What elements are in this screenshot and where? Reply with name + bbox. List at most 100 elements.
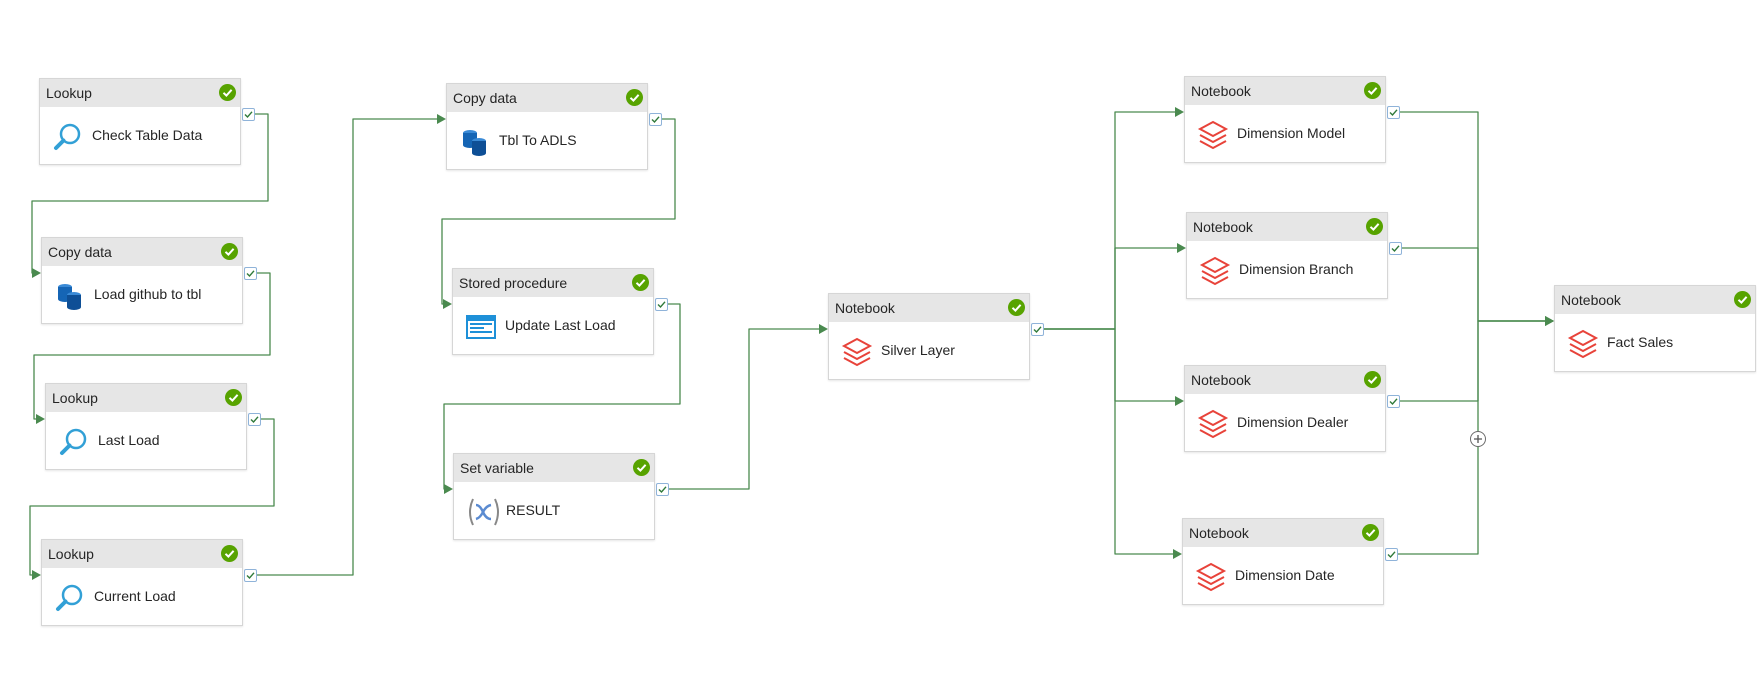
activity-dimension-branch[interactable]: Notebook Dimension Branch [1186, 212, 1388, 299]
success-status-icon [221, 243, 238, 260]
success-output-port[interactable] [242, 108, 255, 121]
activity-name: Dimension Branch [1239, 261, 1354, 277]
activity-body: Fact Sales [1555, 314, 1755, 372]
success-status-icon [633, 459, 650, 476]
success-status-icon [626, 89, 643, 106]
success-output-port[interactable] [1387, 106, 1400, 119]
activity-type-label: Copy data [453, 90, 517, 106]
dependency-edge[interactable] [1044, 328, 1176, 402]
success-status-icon [1366, 218, 1383, 235]
success-status-icon [1364, 371, 1381, 388]
notebook-icon [1567, 328, 1599, 360]
activity-name: Dimension Model [1237, 125, 1346, 141]
dependency-edge[interactable] [1044, 247, 1178, 330]
success-output-port[interactable] [1389, 242, 1402, 255]
activity-dimension-dealer[interactable]: Notebook Dimension Dealer [1184, 365, 1386, 452]
success-status-icon [1734, 291, 1751, 308]
activity-type-label: Set variable [460, 460, 534, 476]
dependency-edge[interactable] [33, 272, 271, 420]
activity-type-label: Notebook [1193, 219, 1253, 235]
notebook-icon [1197, 408, 1229, 440]
success-output-port[interactable] [244, 267, 257, 280]
success-output-port[interactable] [649, 113, 662, 126]
activity-type: Copy data [42, 238, 242, 266]
success-output-port[interactable] [1031, 323, 1044, 336]
activity-last-load[interactable]: Lookup Last Load [45, 383, 247, 470]
activity-type: Lookup [40, 79, 240, 107]
dependency-edge[interactable] [441, 118, 676, 305]
activity-name: Dimension Dealer [1237, 414, 1349, 430]
activity-name: Silver Layer [881, 342, 955, 358]
success-output-port[interactable] [248, 413, 261, 426]
success-output-port[interactable] [655, 298, 668, 311]
dependency-edge[interactable] [1400, 111, 1546, 322]
activity-name: Tbl To ADLS [499, 132, 577, 148]
activity-type-label: Copy data [48, 244, 112, 260]
activity-load-github-to-tbl[interactable]: Copy data Load github to tbl [41, 237, 243, 324]
notebook-icon [1197, 119, 1229, 151]
activity-name: Dimension Date [1235, 567, 1335, 583]
activity-name: Update Last Load [505, 317, 616, 333]
dependency-edge[interactable] [669, 328, 820, 490]
activity-name: RESULT [506, 502, 561, 518]
dependency-edge[interactable] [1402, 247, 1546, 322]
notebook-icon [841, 336, 873, 368]
activity-result[interactable]: Set variable RESULT [453, 453, 655, 540]
activity-body: Last Load [46, 412, 246, 470]
success-output-port[interactable] [1385, 548, 1398, 561]
activity-type: Stored procedure [453, 269, 653, 297]
activity-body: Load github to tbl [42, 266, 242, 324]
success-output-port[interactable] [1387, 395, 1400, 408]
activity-type-label: Lookup [46, 85, 92, 101]
edge-arrowhead [1175, 396, 1184, 406]
dependency-edge[interactable] [29, 418, 275, 576]
add-activity-button[interactable] [1470, 431, 1486, 447]
activity-name: Last Load [98, 432, 160, 448]
activity-type-label: Notebook [835, 300, 895, 316]
activity-type: Notebook [1185, 366, 1385, 394]
success-output-port[interactable] [656, 483, 669, 496]
activity-silver-layer[interactable]: Notebook Silver Layer [828, 293, 1030, 380]
success-status-icon [221, 545, 238, 562]
activity-body: Dimension Date [1183, 547, 1383, 605]
activity-fact-sales[interactable]: Notebook Fact Sales [1554, 285, 1756, 372]
dependency-edge[interactable] [257, 118, 438, 576]
activity-body: Check Table Data [40, 107, 240, 165]
activity-type-label: Lookup [52, 390, 98, 406]
activity-dimension-date[interactable]: Notebook Dimension Date [1182, 518, 1384, 605]
success-status-icon [219, 84, 236, 101]
activity-check-table-data[interactable]: Lookup Check Table Data [39, 78, 241, 165]
activity-type: Notebook [1555, 286, 1755, 314]
activity-name: Load github to tbl [94, 286, 202, 302]
activity-type: Notebook [829, 294, 1029, 322]
dependency-edge[interactable] [1044, 111, 1176, 330]
success-status-icon [225, 389, 242, 406]
activity-current-load[interactable]: Lookup Current Load [41, 539, 243, 626]
notebook-icon [1195, 561, 1227, 593]
stored-procedure-icon [465, 311, 497, 343]
edge-arrowhead [1545, 316, 1554, 326]
activity-type: Lookup [46, 384, 246, 412]
activity-type: Notebook [1183, 519, 1383, 547]
activity-type: Notebook [1185, 77, 1385, 105]
activity-update-last-load[interactable]: Stored procedure Update Last Load [452, 268, 654, 355]
activity-tbl-to-adls[interactable]: Copy data Tbl To ADLS [446, 83, 648, 170]
edge-arrowhead [443, 299, 452, 309]
edge-arrowhead [444, 484, 453, 494]
copy-data-icon [54, 280, 86, 312]
edge-arrowhead [1175, 107, 1184, 117]
activity-dimension-model[interactable]: Notebook Dimension Model [1184, 76, 1386, 163]
dependency-edge[interactable] [1044, 328, 1174, 555]
activity-body: Dimension Branch [1187, 241, 1387, 299]
copy-data-icon [459, 126, 491, 158]
dependency-edge[interactable] [1400, 320, 1546, 402]
activity-body: Update Last Load [453, 297, 653, 355]
edge-arrowhead [437, 114, 446, 124]
activity-type-label: Notebook [1561, 292, 1621, 308]
activity-name: Check Table Data [92, 127, 203, 143]
edge-arrowhead [1177, 243, 1186, 253]
activity-type-label: Notebook [1189, 525, 1249, 541]
success-output-port[interactable] [244, 569, 257, 582]
activity-type: Set variable [454, 454, 654, 482]
